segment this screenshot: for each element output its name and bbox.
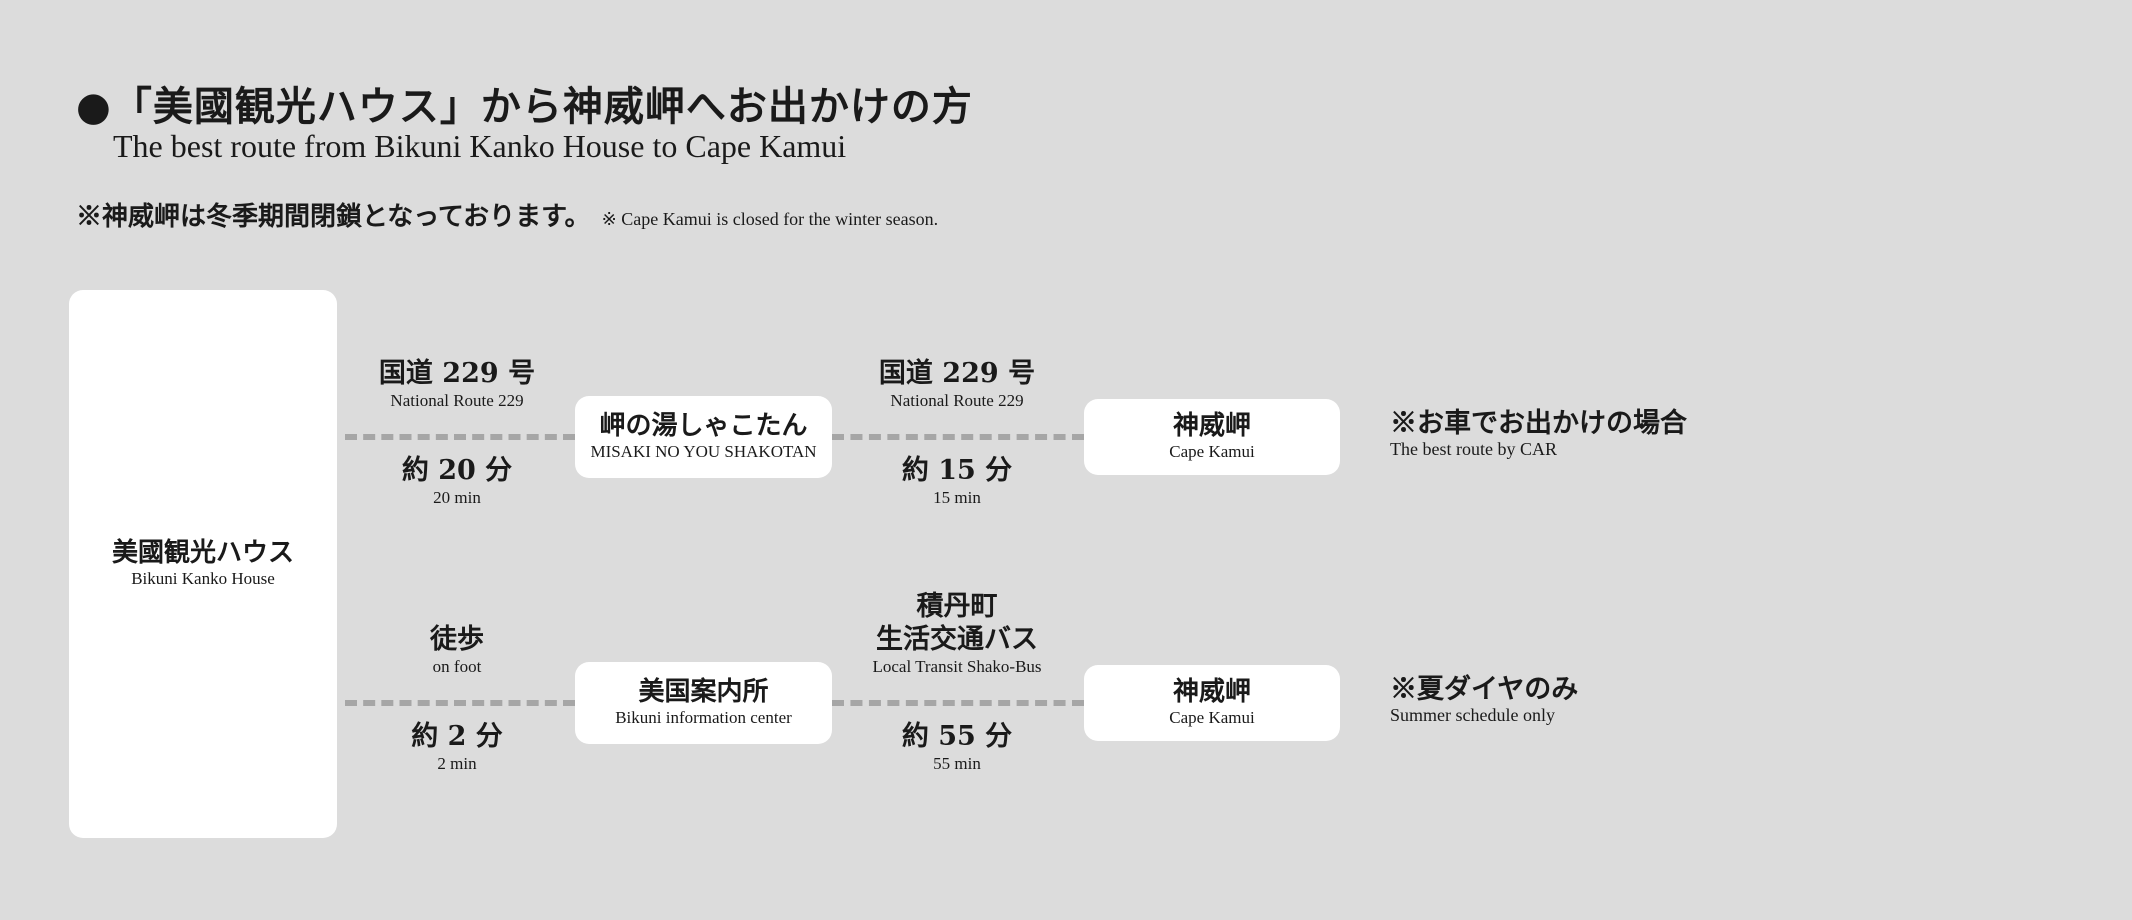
bus-destination-jp: 神威岬 xyxy=(1172,676,1251,707)
bus-stop-jp: 美国案内所 xyxy=(638,676,769,707)
car-destination-en: Cape Kamui xyxy=(1169,441,1255,461)
origin-name-jp: 美國観光ハウス xyxy=(111,537,294,568)
car-destination-box: 神威岬 Cape Kamui xyxy=(1084,399,1340,475)
bus-leg2-time-jp: 約 55 分 xyxy=(901,721,1013,752)
bus-leg2-route-en: Local Transit Shako-Bus xyxy=(872,656,1042,676)
car-leg1-time: 約 20 分 20 min xyxy=(337,455,577,509)
winter-closure-notice: ※神威岬は冬季期間閉鎖となっております。 ※ Cape Kamui is clo… xyxy=(76,196,938,233)
car-stop-en: MISAKI NO YOU SHAKOTAN xyxy=(590,441,817,461)
car-route-note: ※お車でお出かけの場合 The best route by CAR xyxy=(1390,408,1687,461)
car-leg2-time-jp: 約 15 分 xyxy=(901,455,1013,486)
car-leg1-route-en: National Route 229 xyxy=(390,390,524,410)
bus-leg1-connector xyxy=(345,700,575,706)
car-leg2-time-en: 15 min xyxy=(933,488,981,508)
bus-leg2-time: 約 55 分 55 min xyxy=(837,721,1077,775)
bus-leg2-connector xyxy=(832,700,1084,706)
bus-leg1-route-en: on foot xyxy=(432,656,482,676)
bus-leg2-route-jp-line2: 生活交通バス xyxy=(876,623,1038,655)
page-title: ●「美國観光ハウス」から神威岬へお出かけの方 xyxy=(76,83,973,130)
car-destination-jp: 神威岬 xyxy=(1172,410,1251,441)
bus-leg2-route: 積丹町 生活交通バス Local Transit Shako-Bus xyxy=(837,588,1077,678)
bus-stop-en: Bikuni information center xyxy=(615,707,792,727)
car-leg2-route-jp: 国道 229 号 xyxy=(878,357,1036,389)
car-leg2-route-en: National Route 229 xyxy=(890,390,1024,410)
bus-note-en: Summer schedule only xyxy=(1390,705,1555,726)
car-leg2-route: 国道 229 号 National Route 229 xyxy=(837,352,1077,412)
car-note-jp: ※お車でお出かけの場合 xyxy=(1390,408,1687,439)
car-note-en: The best route by CAR xyxy=(1390,439,1557,460)
bus-leg2-time-en: 55 min xyxy=(933,754,981,774)
car-stop-box: 岬の湯しゃこたん MISAKI NO YOU SHAKOTAN xyxy=(575,396,832,478)
bus-leg1-route: 徒歩 on foot xyxy=(337,618,577,678)
page-subtitle: The best route from Bikuni Kanko House t… xyxy=(113,128,847,164)
origin-name-en: Bikuni Kanko House xyxy=(131,568,275,588)
bus-leg1-time-en: 2 min xyxy=(437,754,477,774)
car-leg2-time: 約 15 分 15 min xyxy=(837,455,1077,509)
bus-destination-en: Cape Kamui xyxy=(1169,707,1255,727)
bus-leg1-time: 約 2 分 2 min xyxy=(337,721,577,775)
car-leg1-route: 国道 229 号 National Route 229 xyxy=(337,352,577,412)
bus-leg1-time-jp: 約 2 分 xyxy=(411,721,503,752)
bus-leg2-route-jp-line1: 積丹町 xyxy=(916,591,998,623)
car-leg2-connector xyxy=(832,434,1084,440)
car-leg1-time-jp: 約 20 分 xyxy=(401,455,513,486)
car-leg1-time-en: 20 min xyxy=(433,488,481,508)
car-leg1-connector xyxy=(345,434,575,440)
car-stop-jp: 岬の湯しゃこたん xyxy=(599,410,808,441)
notice-en: ※ Cape Kamui is closed for the winter se… xyxy=(601,209,939,229)
car-leg1-route-jp: 国道 229 号 xyxy=(378,357,536,389)
bus-stop-box: 美国案内所 Bikuni information center xyxy=(575,662,832,744)
bus-destination-box: 神威岬 Cape Kamui xyxy=(1084,665,1340,741)
bus-note-jp: ※夏ダイヤのみ xyxy=(1390,674,1579,705)
origin-box: 美國観光ハウス Bikuni Kanko House xyxy=(69,290,337,838)
bus-route-note: ※夏ダイヤのみ Summer schedule only xyxy=(1390,674,1578,727)
bus-leg1-route-jp: 徒歩 xyxy=(430,623,484,655)
notice-jp: ※神威岬は冬季期間閉鎖となっております。 xyxy=(76,202,591,232)
